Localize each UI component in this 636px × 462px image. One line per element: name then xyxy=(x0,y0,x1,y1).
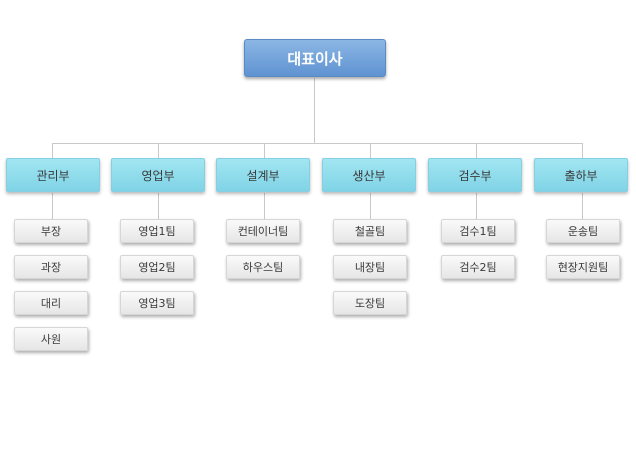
dept-inspection: 검수부 xyxy=(428,158,522,192)
ceo-box: 대표이사 xyxy=(244,39,386,77)
team-box: 부장 xyxy=(14,219,88,243)
dept-connector-line xyxy=(264,143,265,158)
team-box: 내장팀 xyxy=(333,255,407,279)
team-box: 검수2팀 xyxy=(441,255,515,279)
team-box: 하우스팀 xyxy=(226,255,300,279)
team-box: 사원 xyxy=(14,327,88,351)
dept-connector-line xyxy=(158,143,159,158)
team-box: 운송팀 xyxy=(546,219,620,243)
team-box: 검수1팀 xyxy=(441,219,515,243)
team-connector-line xyxy=(370,193,371,219)
team-box: 도장팀 xyxy=(333,291,407,315)
dept-connector-line xyxy=(52,143,53,158)
team-box: 영업1팀 xyxy=(120,219,194,243)
ceo-connector-line xyxy=(314,78,315,144)
dept-design: 설계부 xyxy=(216,158,310,192)
team-connector-line xyxy=(476,193,477,219)
team-box: 컨테이너팀 xyxy=(226,219,300,243)
team-connector-line xyxy=(52,193,53,219)
dept-shipping: 출하부 xyxy=(534,158,628,192)
team-box: 과장 xyxy=(14,255,88,279)
dept-production: 생산부 xyxy=(322,158,416,192)
team-box: 현장지원팀 xyxy=(546,255,620,279)
team-box: 영업3팀 xyxy=(120,291,194,315)
dept-connector-line xyxy=(476,143,477,158)
horizontal-connector-line xyxy=(52,143,582,144)
dept-management: 관리부 xyxy=(6,158,100,192)
team-connector-line xyxy=(582,193,583,219)
team-box: 대리 xyxy=(14,291,88,315)
team-box: 영업2팀 xyxy=(120,255,194,279)
team-connector-line xyxy=(158,193,159,219)
dept-connector-line xyxy=(370,143,371,158)
dept-sales: 영업부 xyxy=(111,158,205,192)
team-box: 철골팀 xyxy=(333,219,407,243)
team-connector-line xyxy=(264,193,265,219)
dept-connector-line xyxy=(582,143,583,158)
